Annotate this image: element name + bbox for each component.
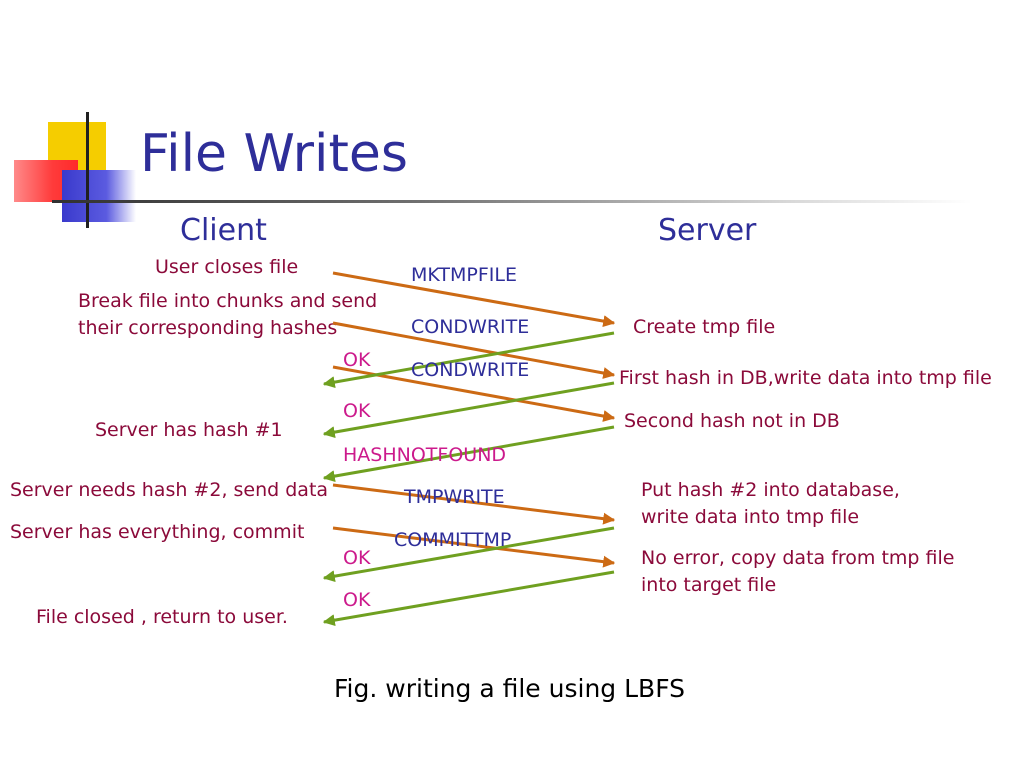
note-no-error-line1: No error, copy data from tmp file: [641, 547, 955, 569]
server-heading: Server: [658, 213, 757, 248]
title-decoration-blue: [62, 170, 136, 222]
msg-condwrite-1: CONDWRITE: [411, 316, 530, 338]
note-create-tmp-file: Create tmp file: [633, 316, 776, 338]
note-break-file-line2: their corresponding hashes: [78, 317, 338, 339]
arrow-committmp: [332, 526, 616, 568]
note-server-has-hash1: Server has hash #1: [95, 419, 283, 441]
msg-committmp: COMMITTMP: [394, 529, 512, 551]
arrow-ok-4: [322, 570, 615, 627]
arrow-ok-1: [322, 331, 615, 389]
slide-title: File Writes: [140, 124, 408, 184]
note-server-needs-hash2: Server needs hash #2, send data: [10, 479, 329, 501]
msg-mktmpfile: MKTMPFILE: [411, 264, 517, 286]
figure-caption: Fig. writing a file using LBFS: [334, 674, 686, 703]
arrow-ok-3: [322, 526, 615, 583]
note-put-hash2-line2: write data into tmp file: [641, 506, 860, 528]
note-user-closes-file: User closes file: [155, 256, 299, 278]
note-file-closed: File closed , return to user.: [36, 606, 288, 628]
resp-ok-1: OK: [343, 349, 371, 371]
note-second-hash-not-in-db: Second hash not in DB: [624, 410, 840, 432]
title-decoration-vertical-line: [86, 112, 89, 228]
note-break-file-line1: Break file into chunks and send: [78, 290, 378, 312]
note-server-has-everything: Server has everything, commit: [10, 521, 305, 543]
title-underline: [52, 200, 972, 203]
resp-ok-2: OK: [343, 400, 371, 422]
arrow-ok-2: [322, 381, 615, 439]
arrow-condwrite-1: [332, 321, 616, 379]
note-no-error-line2: into target file: [641, 574, 777, 596]
note-first-hash-in-db: First hash in DB,write data into tmp fil…: [619, 367, 992, 389]
msg-condwrite-2: CONDWRITE: [411, 359, 530, 381]
resp-ok-3: OK: [343, 547, 371, 569]
client-heading: Client: [180, 213, 267, 248]
arrow-hashnotfound: [322, 425, 615, 483]
note-put-hash2-line1: Put hash #2 into database,: [641, 479, 900, 501]
msg-tmpwrite: TMPWRITE: [404, 486, 505, 508]
arrow-tmpwrite: [332, 483, 616, 525]
resp-hashnotfound: HASHNOTFOUND: [343, 444, 507, 466]
resp-ok-4: OK: [343, 589, 371, 611]
arrow-mktmpfile: [332, 271, 616, 328]
